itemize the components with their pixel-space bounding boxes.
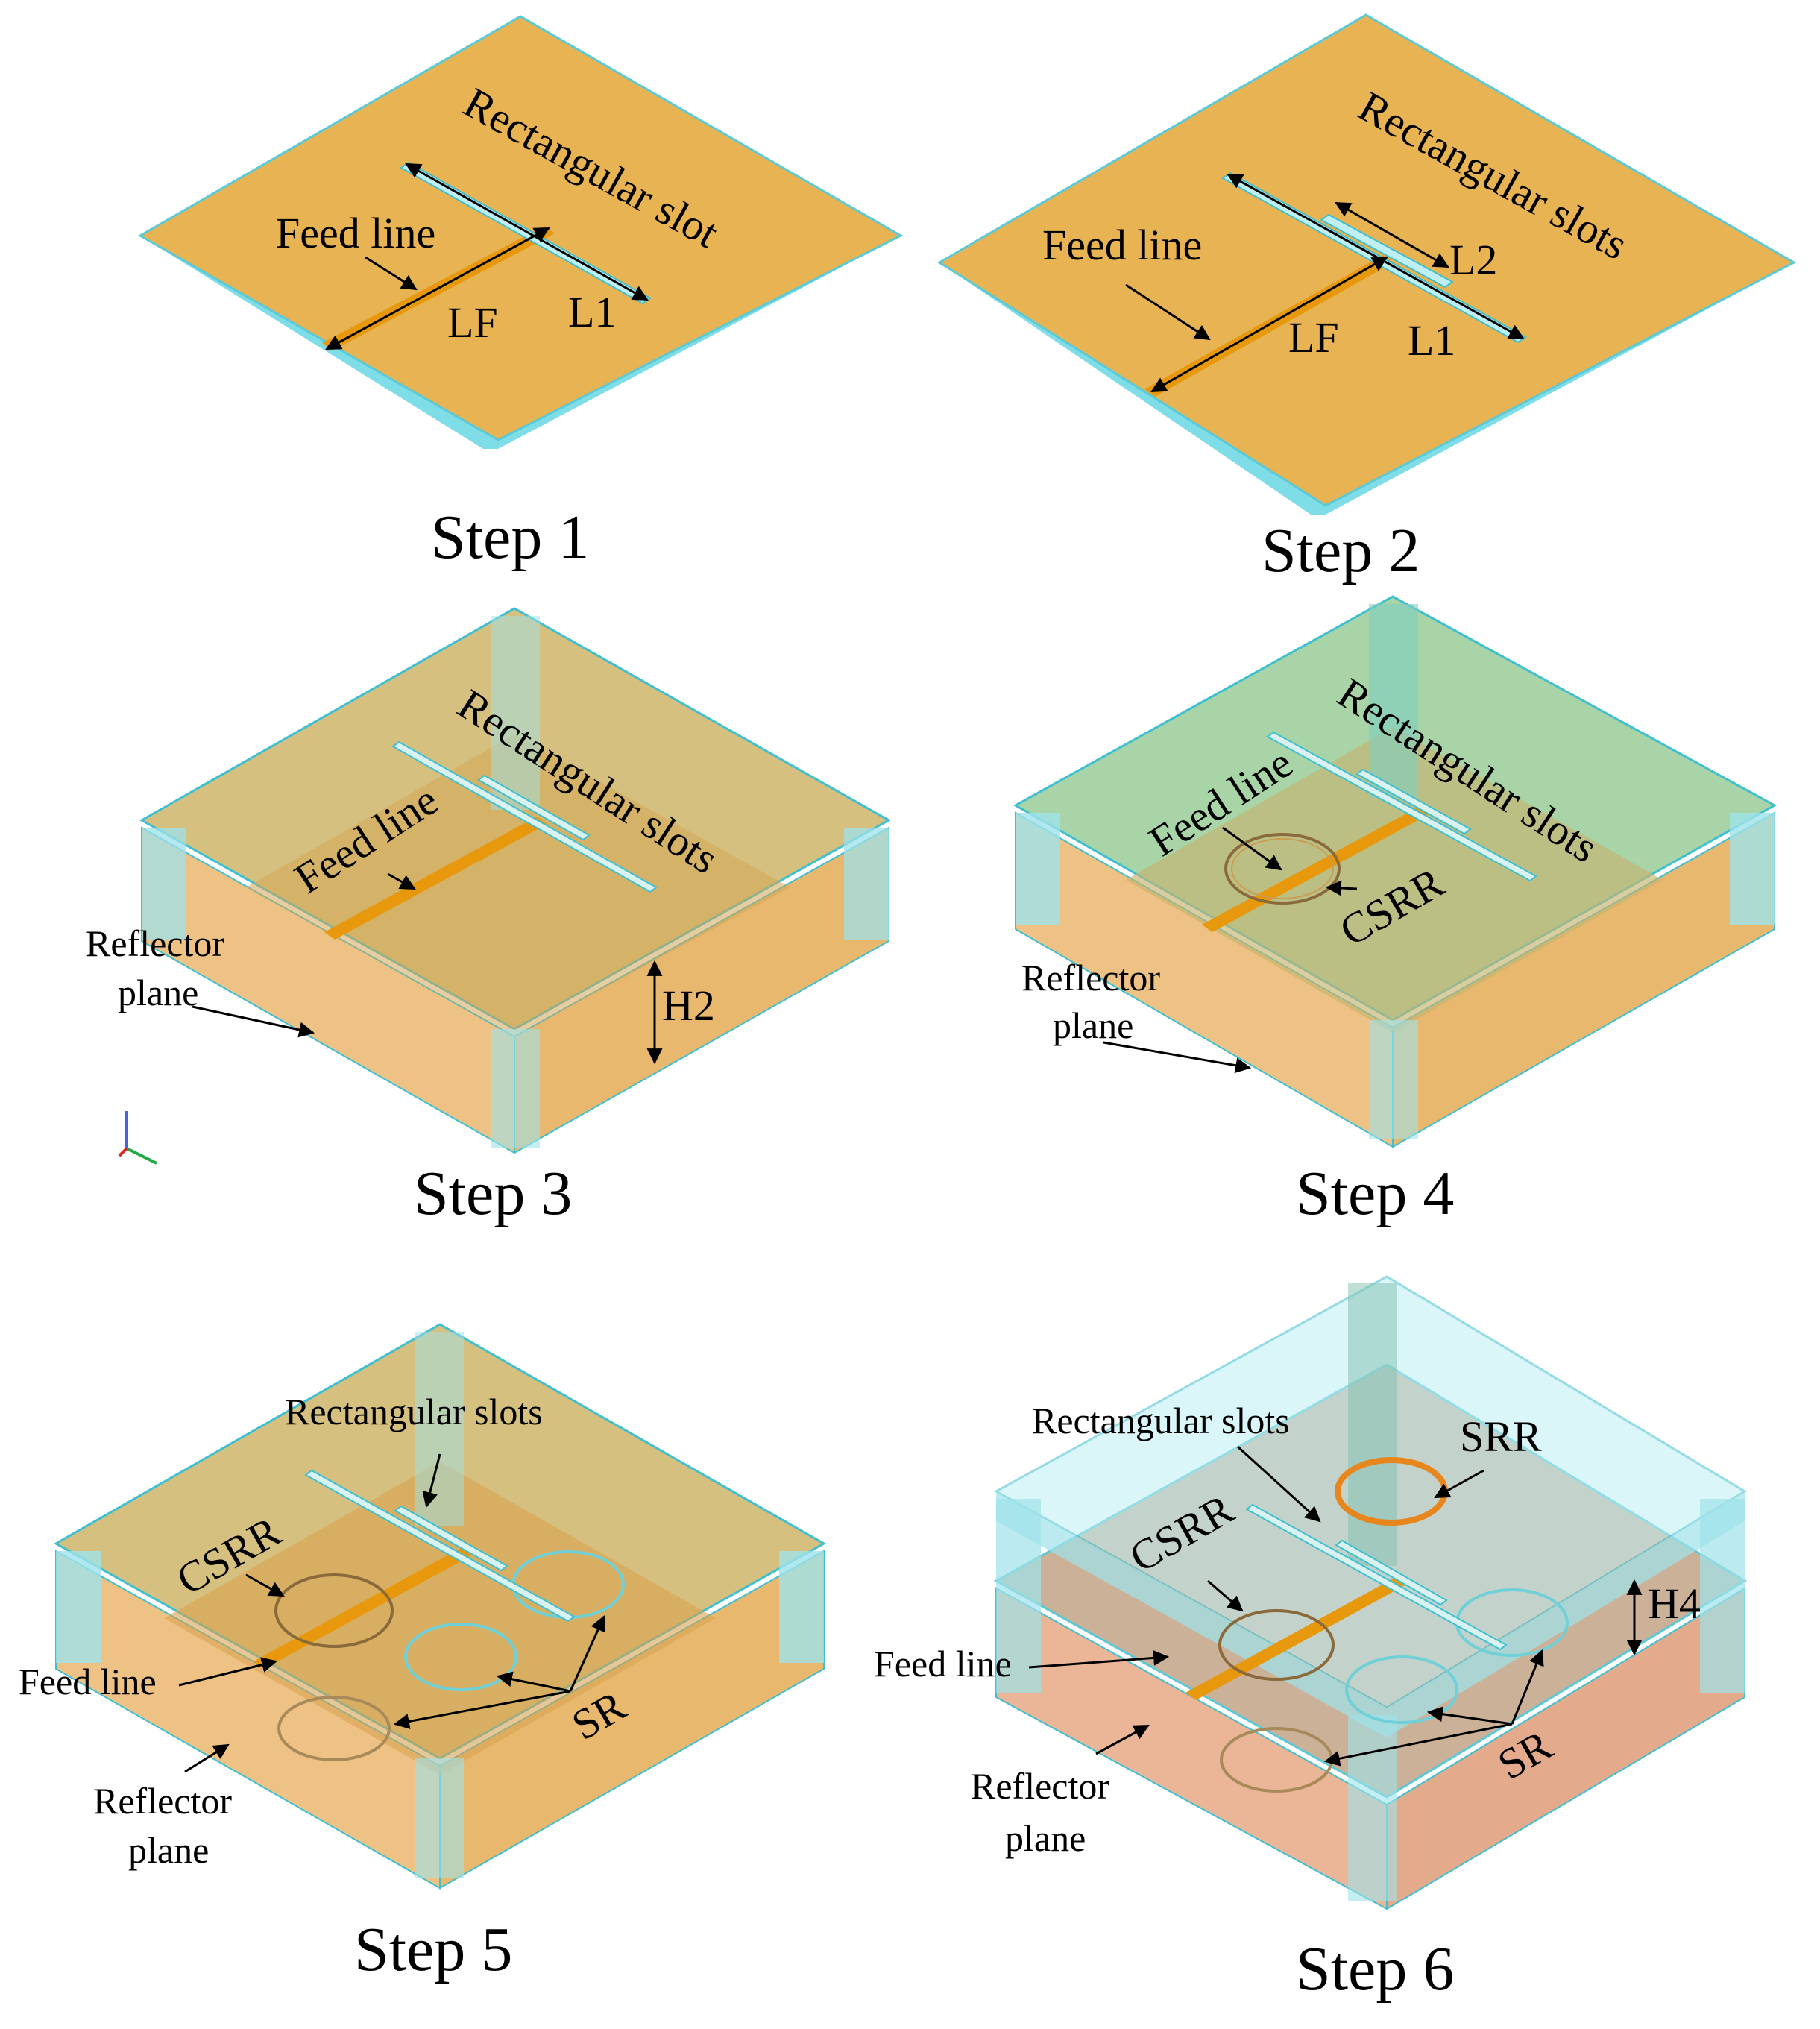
step6-reflector-label-line1: Reflector xyxy=(971,1765,1109,1807)
step5-reflector-label-line1: Reflector xyxy=(93,1780,232,1822)
step3-pillar-front xyxy=(491,1029,540,1148)
step3-reflector-label-line2: plane xyxy=(118,972,198,1013)
step6-reflector-label-line2: plane xyxy=(1005,1817,1086,1859)
step6-feed-line xyxy=(1185,1578,1405,1700)
step6-pillar-front xyxy=(1348,1715,1397,1901)
step6-csrr-ring xyxy=(1218,1609,1335,1681)
step6-h4-label: H4 xyxy=(1648,1579,1701,1628)
step6-sr-leader-1 xyxy=(1511,1649,1544,1725)
step2-panel: Rectangular slots Feed line LF L1 L2 Ste… xyxy=(937,13,1797,585)
step5-inner-plane xyxy=(164,1462,716,1775)
step4-csrr-leader xyxy=(1325,880,1358,896)
step6-feed-line-label: Feed line xyxy=(874,1643,1012,1684)
step3-pillar-back xyxy=(491,616,540,810)
step6-slot-long xyxy=(1245,1503,1508,1651)
step6-panel: Rectangular slots SRR CSRR H4 Feed line … xyxy=(874,1275,1747,2004)
step3-pillar-left xyxy=(142,828,186,940)
step1-feed-line-label: Feed line xyxy=(276,209,435,257)
step6-csrr-leader xyxy=(1207,1579,1244,1612)
step6-feed-line-leader xyxy=(1028,1649,1170,1669)
step5-pillar-right xyxy=(779,1551,824,1663)
step3-panel: Rectangular slots Feed line Reflector pl… xyxy=(86,607,892,1228)
step6-caption: Step 6 xyxy=(1296,1934,1454,2004)
step4-pillar-left xyxy=(1016,813,1060,925)
step6-pillar-left xyxy=(996,1499,1041,1693)
step2-caption: Step 2 xyxy=(1262,516,1420,585)
step4-csrr-ring xyxy=(1224,833,1341,905)
step5-feed-line-leader xyxy=(178,1657,278,1687)
step1-feed-line-leader xyxy=(365,256,418,291)
step5-slot-long xyxy=(304,1469,576,1623)
step4-caption: Step 4 xyxy=(1296,1159,1454,1228)
step6-srr-label: SRR xyxy=(1460,1412,1542,1461)
step3-pillar-right xyxy=(844,828,889,940)
step6-srr-leader xyxy=(1434,1469,1484,1499)
step6-reflector-leader xyxy=(1095,1724,1150,1755)
step5-reflector-label-line2: plane xyxy=(128,1829,209,1871)
step5-sr-leader-1 xyxy=(569,1615,605,1692)
step2-feed-line-leader xyxy=(1125,283,1211,341)
step6-sr-ring-2 xyxy=(1345,1655,1458,1724)
step5-csrr-leader xyxy=(245,1573,285,1597)
step5-feed-line xyxy=(254,1547,473,1669)
step5-rect-slots-label: Rectangular slots xyxy=(285,1391,543,1432)
step4-reflector-label-line1: Reflector xyxy=(1021,957,1160,998)
step4-slot-short xyxy=(1355,768,1472,835)
step1-caption: Step 1 xyxy=(431,503,589,572)
step1-lf-label: LF xyxy=(447,298,498,347)
step2-l2-label: L2 xyxy=(1449,236,1497,284)
step6-rect-slots-label: Rectangular slots xyxy=(1032,1400,1290,1441)
step5-panel: Rectangular slots CSRR Feed line SR Refl… xyxy=(19,1323,827,1984)
step3-reflector-label-line1: Reflector xyxy=(86,922,224,964)
step6-slot-short xyxy=(1335,1539,1448,1606)
step3-caption: Step 3 xyxy=(414,1159,572,1228)
step4-panel: Rectangular slots Feed line CSRR Reflect… xyxy=(1013,595,1778,1228)
step4-reflector-label-line2: plane xyxy=(1053,1004,1133,1046)
step5-sr-leader-3 xyxy=(393,1690,571,1729)
step6-rect-slots-leader xyxy=(1236,1445,1321,1523)
step5-slot-short xyxy=(394,1505,508,1572)
step5-caption: Step 5 xyxy=(354,1915,512,1984)
step5-feed-line-label: Feed line xyxy=(19,1661,157,1702)
step4-inner-plane xyxy=(1126,727,1663,1033)
step4-pillar-front xyxy=(1369,1020,1418,1139)
step4-pillar-back xyxy=(1369,604,1418,798)
step1-l1-dimension-arrow xyxy=(405,163,649,301)
step4-reflector-leader xyxy=(1103,1041,1252,1074)
step3-reflector-leader xyxy=(192,1005,315,1038)
step4-csrr-ring-inner xyxy=(1231,838,1334,899)
step5-rect-slots-leader xyxy=(422,1453,441,1509)
step3-slot-short xyxy=(477,774,591,841)
step4-pillar-right xyxy=(1730,813,1775,925)
step4-slot-long xyxy=(1266,731,1537,882)
step6-cover-side-left xyxy=(996,1491,1387,1737)
step3-slot-long xyxy=(391,740,658,893)
axis-triad-icon xyxy=(118,1111,157,1165)
step5-csrr-ring xyxy=(274,1573,394,1648)
step1-l1-label: L1 xyxy=(568,288,616,336)
step5-pillar-front xyxy=(415,1758,464,1878)
step5-pillar-left xyxy=(56,1551,101,1663)
step6-pillar-right xyxy=(1700,1499,1745,1693)
step5-sr-ring-3 xyxy=(277,1696,391,1761)
step5-reflector-leader xyxy=(184,1743,230,1773)
step4-feed-line-leader xyxy=(1222,826,1282,871)
step5-sr-leader-2 xyxy=(496,1671,571,1693)
step3-inner-plane xyxy=(246,734,790,1036)
step6-sr-leader-3 xyxy=(1323,1723,1513,1767)
step5-sr-ring-2 xyxy=(404,1623,517,1691)
step2-lf-label: LF xyxy=(1288,313,1339,362)
step2-l2-dimension-arrow xyxy=(1335,201,1449,268)
step2-feed-line-label: Feed line xyxy=(1042,221,1202,269)
step3-h2-label: H2 xyxy=(662,981,715,1030)
step1-panel: Rectangular slot Feed line LF L1 Step 1 xyxy=(137,15,904,572)
step3-feed-line-leader xyxy=(387,872,416,890)
step3-feed-line xyxy=(324,817,547,940)
step6-sr-leader-2 xyxy=(1426,1706,1513,1726)
step2-l1-label: L1 xyxy=(1408,316,1455,365)
